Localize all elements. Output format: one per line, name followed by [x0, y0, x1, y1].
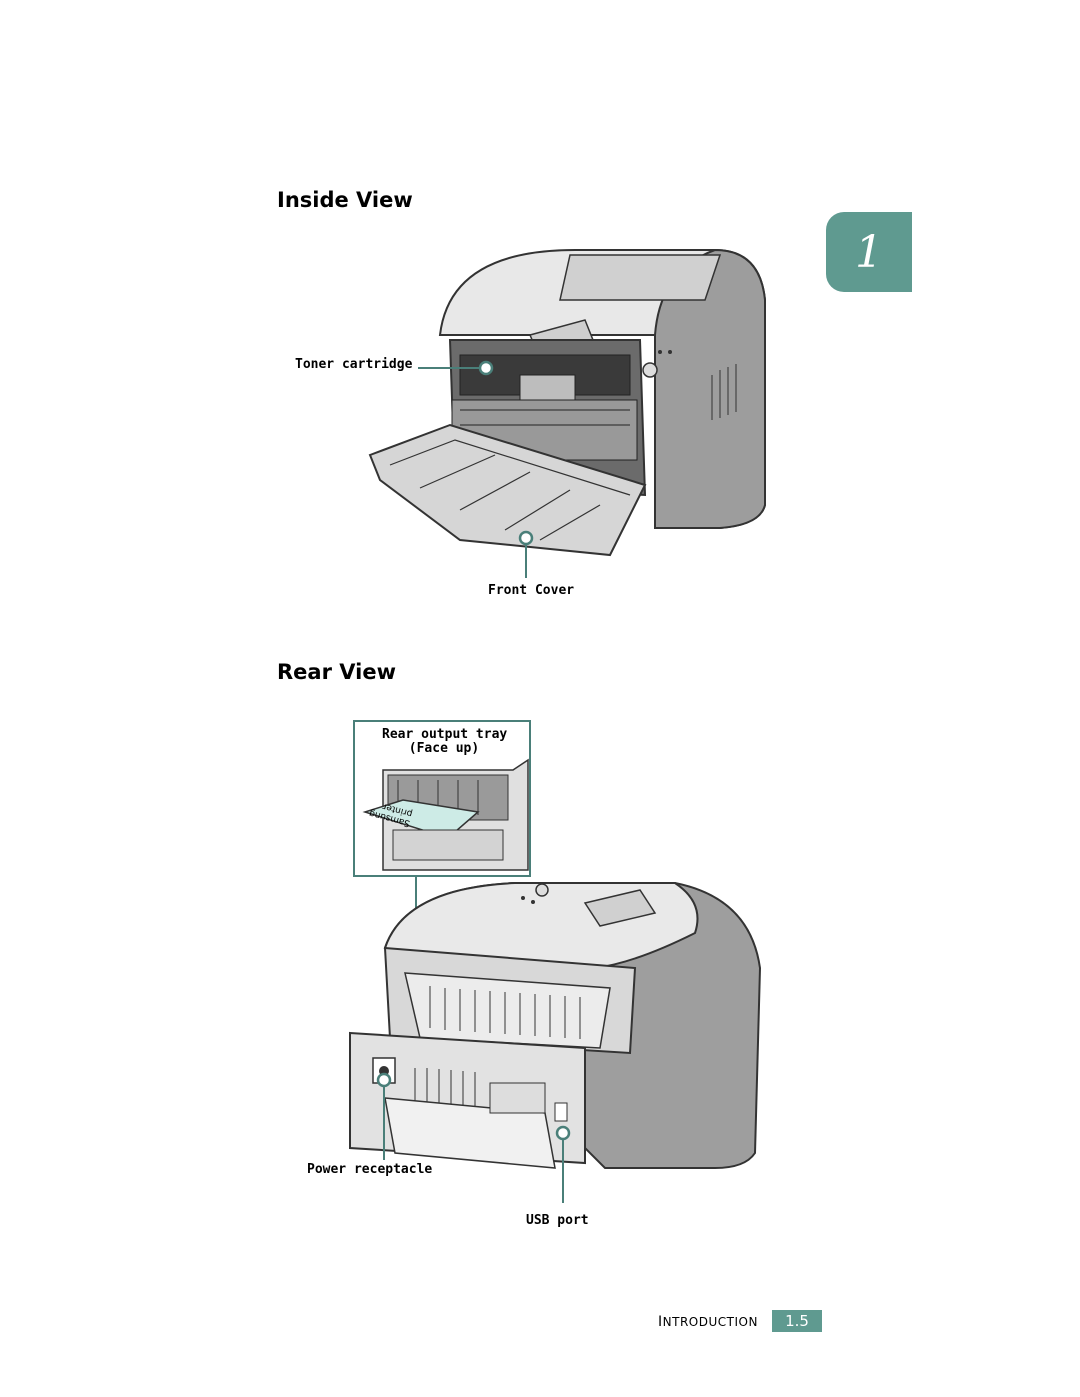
page-number: 1.5	[772, 1310, 822, 1332]
inside-view-printer-illustration	[368, 248, 766, 557]
face-up-label: (Face up)	[408, 741, 480, 756]
front-cover-callout	[518, 530, 534, 578]
chapter-tab: 1	[826, 212, 912, 292]
usb-port-callout	[555, 1125, 571, 1203]
rear-view-printer-illustration	[349, 882, 762, 1169]
rear-view-title: Rear View	[277, 660, 396, 684]
footer-section-first-letter: I	[658, 1314, 663, 1330]
toner-cartridge-callout	[418, 360, 494, 376]
rear-output-tray-label: Rear output tray	[382, 727, 508, 742]
chapter-number: 1	[855, 226, 883, 278]
power-receptacle-label: Power receptacle	[307, 1162, 433, 1177]
front-cover-label: Front Cover	[488, 583, 575, 598]
rear-output-tray-inset	[353, 720, 531, 877]
footer-section-rest: NTRODUCTION	[662, 1315, 758, 1329]
usb-port-label: USB port	[526, 1213, 589, 1228]
toner-cartridge-label: Toner cartridge	[295, 357, 413, 372]
page-number-text: 1.5	[785, 1312, 809, 1330]
footer-section-name: INTRODUCTION	[658, 1314, 758, 1330]
inside-view-title: Inside View	[277, 188, 413, 212]
power-receptacle-callout	[376, 1072, 392, 1160]
